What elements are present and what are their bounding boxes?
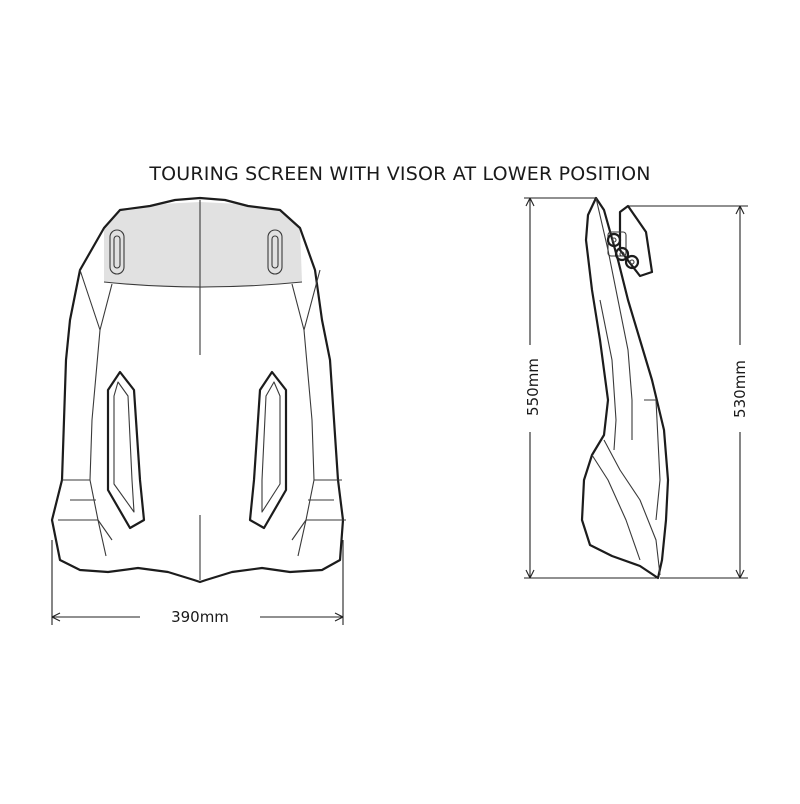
front-view-windscreen bbox=[50, 196, 346, 584]
screen-outline bbox=[50, 196, 345, 584]
height-dimension-right bbox=[628, 205, 748, 579]
diagram-title: TOURING SCREEN WITH VISOR AT LOWER POSIT… bbox=[149, 163, 651, 185]
inner-panel-left bbox=[89, 283, 113, 557]
visor-slot-right bbox=[267, 229, 283, 275]
height-dimension-left bbox=[524, 197, 658, 579]
visor-tint bbox=[104, 202, 302, 288]
width-dimension bbox=[51, 540, 344, 625]
inner-panel-right bbox=[291, 283, 315, 557]
visor-bracket bbox=[606, 204, 654, 278]
visor-edge bbox=[103, 281, 303, 288]
visor-slot-left bbox=[109, 229, 125, 275]
height-label-left: 550mm bbox=[524, 347, 542, 427]
width-label: 390mm bbox=[140, 608, 260, 626]
vent-left bbox=[106, 370, 146, 530]
side-view-windscreen bbox=[580, 196, 670, 580]
vent-right bbox=[248, 370, 288, 530]
side-profile bbox=[580, 196, 670, 580]
height-label-right: 530mm bbox=[731, 349, 749, 429]
